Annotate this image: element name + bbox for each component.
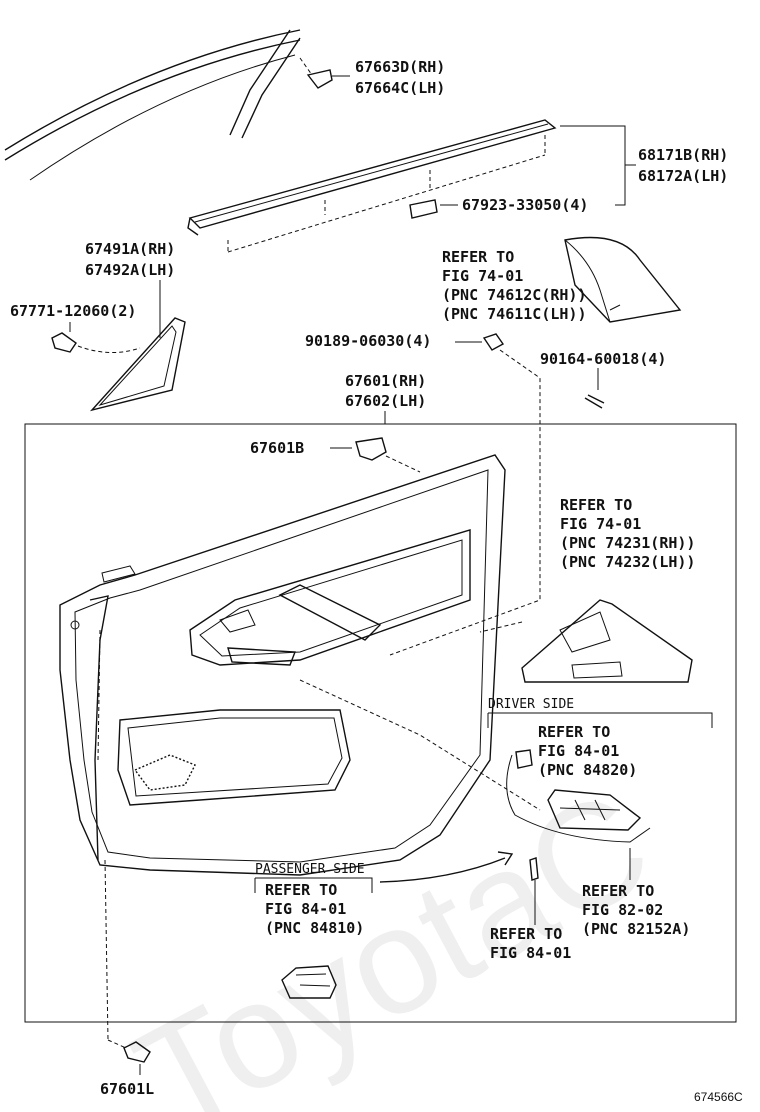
switch-bezel-drawing — [479, 599, 693, 683]
belt-moulding-drawing — [187, 119, 557, 253]
label-67601B: 67601B — [250, 439, 304, 457]
clip-67601B-drawing — [355, 437, 421, 473]
label-67492: 67492A(LH) — [85, 261, 175, 279]
refer-74-01-mid: REFER TO FIG 74-01 (PNC 74231(RH)) (PNC … — [560, 496, 705, 571]
refer-84-01-driver: REFER TO FIG 84-01 (PNC 84820) — [538, 723, 637, 779]
refer-84-01-screw: REFER TO FIG 84-01 — [490, 925, 571, 962]
label-67771: 67771-12060(2) — [10, 302, 136, 320]
label-67664: 67664C(LH) — [355, 79, 445, 97]
clip-67601L-drawing — [107, 1039, 151, 1063]
nut-90189 — [482, 333, 505, 351]
driver-side-label: DRIVER SIDE — [488, 697, 574, 712]
label-67491: 67491A(RH) — [85, 240, 175, 258]
panel-group-frame — [24, 423, 737, 1023]
label-67601: 67601(RH) — [345, 372, 426, 390]
refer-82-02: REFER TO FIG 82-02 (PNC 82152A) — [582, 882, 690, 938]
passenger-arrow — [379, 857, 506, 883]
clip-67663-drawing — [299, 57, 350, 89]
window-frame-drawing — [4, 29, 301, 181]
figure-code: 674566C — [694, 1090, 743, 1104]
mirror-cover-drawing — [564, 236, 682, 323]
label-90189: 90189-06030(4) — [305, 332, 431, 350]
power-window-switch-drawing — [299, 679, 651, 843]
corner-trim-drawing — [89, 317, 186, 412]
label-67601L: 67601L — [100, 1080, 154, 1098]
label-67923: 67923-33050(4) — [462, 196, 588, 214]
refer-84-01-passenger: REFER TO FIG 84-01 (PNC 84810) — [265, 881, 364, 937]
label-67663: 67663D(RH) — [355, 58, 445, 76]
refer-74-01-top: REFER TO FIG 74-01 (PNC 74612C(RH)) (PNC… — [442, 248, 596, 323]
label-67602: 67602(LH) — [345, 392, 426, 410]
clip-67771-drawing — [51, 332, 141, 354]
passenger-switch-drawing — [281, 965, 337, 999]
screw-90164 — [584, 394, 605, 409]
door-panel-drawing — [59, 454, 506, 876]
bracket-68171 — [560, 125, 626, 206]
passenger-side-label: PASSENGER SIDE — [255, 862, 365, 877]
label-68171: 68171B(RH) — [638, 146, 728, 164]
switch-screw — [529, 857, 539, 881]
label-90164: 90164-60018(4) — [540, 350, 666, 368]
label-68172: 68172A(LH) — [638, 167, 728, 185]
